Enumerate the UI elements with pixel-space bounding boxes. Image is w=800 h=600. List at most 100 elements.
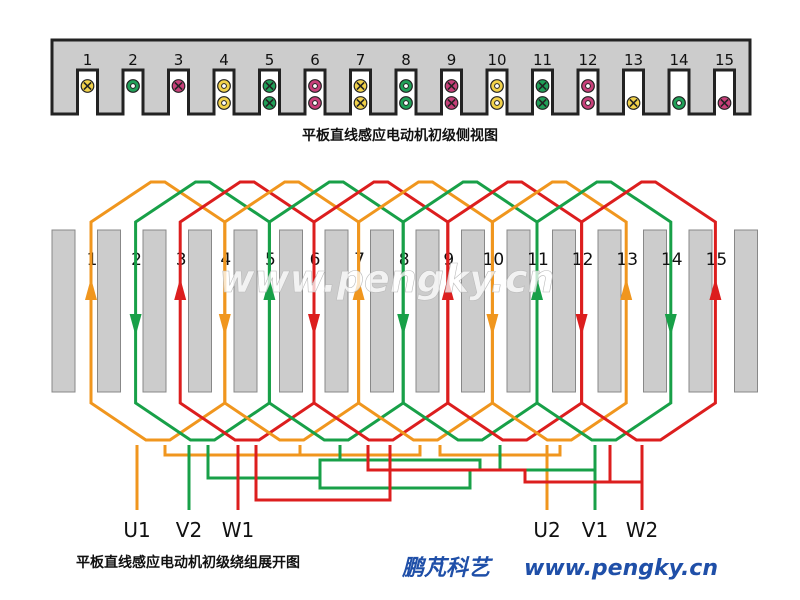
current-arrow-up-icon bbox=[441, 278, 454, 300]
cross-mark-icon bbox=[535, 79, 550, 93]
side-slot-number: 12 bbox=[578, 51, 597, 69]
lead-wire-u bbox=[163, 445, 302, 457]
terminal-label-w2: W2 bbox=[626, 518, 659, 542]
core-tooth bbox=[279, 229, 303, 393]
coil-w bbox=[580, 180, 717, 442]
dot-mark-icon bbox=[126, 79, 140, 93]
core-tooth bbox=[233, 229, 258, 393]
dot-mark-icon bbox=[217, 79, 231, 93]
current-arrow-up-icon bbox=[352, 278, 365, 300]
side-slot-number: 5 bbox=[265, 51, 275, 69]
side-slot-number: 14 bbox=[669, 51, 688, 69]
current-arrow-down-icon bbox=[129, 314, 142, 336]
dot-mark-icon bbox=[581, 96, 595, 110]
terminal-label-v2: V2 bbox=[176, 518, 202, 542]
dot-mark-icon bbox=[308, 96, 322, 110]
side-slot-number: 13 bbox=[624, 51, 643, 69]
current-arrow-up-icon bbox=[620, 278, 633, 300]
core-tooth bbox=[688, 229, 713, 393]
current-arrow-down-icon bbox=[486, 314, 499, 336]
dot-mark-icon bbox=[490, 96, 504, 110]
side-view-conductor-marks bbox=[80, 79, 732, 110]
core-tooth bbox=[324, 229, 349, 393]
brand-signature: 鹏芃科艺 www.pengky.cn bbox=[401, 556, 718, 581]
current-arrow-down-icon bbox=[397, 314, 410, 336]
side-slot-number: 6 bbox=[310, 51, 320, 69]
core-tooth bbox=[370, 229, 394, 393]
core-tooth bbox=[97, 229, 121, 393]
interconnection-leads bbox=[135, 445, 644, 510]
lead-wire-w bbox=[366, 445, 612, 484]
current-arrow-up-icon bbox=[531, 278, 543, 300]
current-arrow-down-icon bbox=[218, 314, 231, 336]
coil-u bbox=[490, 180, 628, 442]
cross-mark-icon bbox=[80, 79, 95, 93]
lead-wire-u bbox=[300, 445, 422, 457]
side-slot-number: 2 bbox=[128, 51, 138, 69]
terminal-label-w1: W1 bbox=[222, 518, 255, 542]
dot-mark-icon bbox=[399, 79, 413, 93]
cross-mark-icon bbox=[717, 96, 732, 110]
terminal-label-u1: U1 bbox=[123, 518, 150, 542]
core-tooth bbox=[734, 229, 758, 393]
core-tooth bbox=[506, 229, 531, 393]
side-slot-number: 10 bbox=[487, 51, 506, 69]
side-slot-number: 4 bbox=[219, 51, 229, 69]
side-slot-number: 8 bbox=[401, 51, 411, 69]
current-arrow-up-icon bbox=[85, 278, 97, 300]
current-arrow-down-icon bbox=[308, 314, 320, 336]
core-tooth bbox=[415, 229, 440, 393]
dot-mark-icon bbox=[308, 79, 322, 93]
current-arrow-up-icon bbox=[263, 278, 276, 300]
lead-wire-v bbox=[206, 445, 342, 480]
lead-wire-v bbox=[318, 470, 472, 490]
cross-mark-icon bbox=[535, 96, 550, 110]
cross-mark-icon bbox=[444, 79, 459, 93]
cross-mark-icon bbox=[444, 96, 459, 110]
dot-mark-icon bbox=[399, 96, 413, 110]
side-slot-number: 1 bbox=[83, 51, 93, 69]
core-tooth bbox=[461, 229, 485, 393]
current-arrow-down-icon bbox=[575, 314, 588, 336]
lead-wire-w bbox=[254, 445, 392, 502]
terminal-label-u2: U2 bbox=[533, 518, 560, 542]
core-teeth bbox=[51, 229, 758, 393]
winding-diagram-title: 平板直线感应电动机初级绕组展开图 bbox=[76, 554, 300, 571]
current-arrow-up-icon bbox=[709, 278, 722, 300]
dot-mark-icon bbox=[217, 96, 231, 110]
brand-url: www.pengky.cn bbox=[524, 556, 718, 581]
cross-mark-icon bbox=[262, 79, 277, 93]
cross-mark-icon bbox=[353, 96, 368, 110]
current-arrows bbox=[85, 278, 722, 336]
core-tooth bbox=[597, 229, 622, 393]
dot-mark-icon bbox=[490, 79, 504, 93]
current-arrow-up-icon bbox=[174, 278, 187, 300]
side-slot-number: 3 bbox=[174, 51, 184, 69]
primary-core-comb bbox=[50, 38, 752, 116]
brand-name: 鹏芃科艺 bbox=[401, 556, 494, 581]
coil-v bbox=[535, 180, 673, 442]
dot-mark-icon bbox=[581, 79, 595, 93]
core-tooth bbox=[552, 229, 576, 393]
side-slot-number: 11 bbox=[533, 51, 552, 69]
side-slot-number: 7 bbox=[356, 51, 366, 69]
terminal-label-v1: V1 bbox=[582, 518, 608, 542]
coil-group bbox=[89, 180, 717, 442]
side-slot-number: 15 bbox=[715, 51, 734, 69]
current-arrow-down-icon bbox=[664, 314, 677, 336]
cross-mark-icon bbox=[262, 96, 277, 110]
core-tooth bbox=[51, 229, 76, 393]
core-tooth bbox=[142, 229, 167, 393]
dot-mark-icon bbox=[672, 96, 686, 110]
cross-mark-icon bbox=[171, 79, 186, 93]
cross-mark-icon bbox=[353, 79, 368, 93]
side-slot-number: 9 bbox=[447, 51, 457, 69]
watermark-text: www.pengky.cn bbox=[219, 257, 554, 301]
cross-mark-icon bbox=[626, 96, 641, 110]
core-tooth bbox=[643, 229, 667, 393]
side-view-title: 平板直线感应电动机初级侧视图 bbox=[302, 127, 498, 144]
core-tooth bbox=[188, 229, 212, 393]
